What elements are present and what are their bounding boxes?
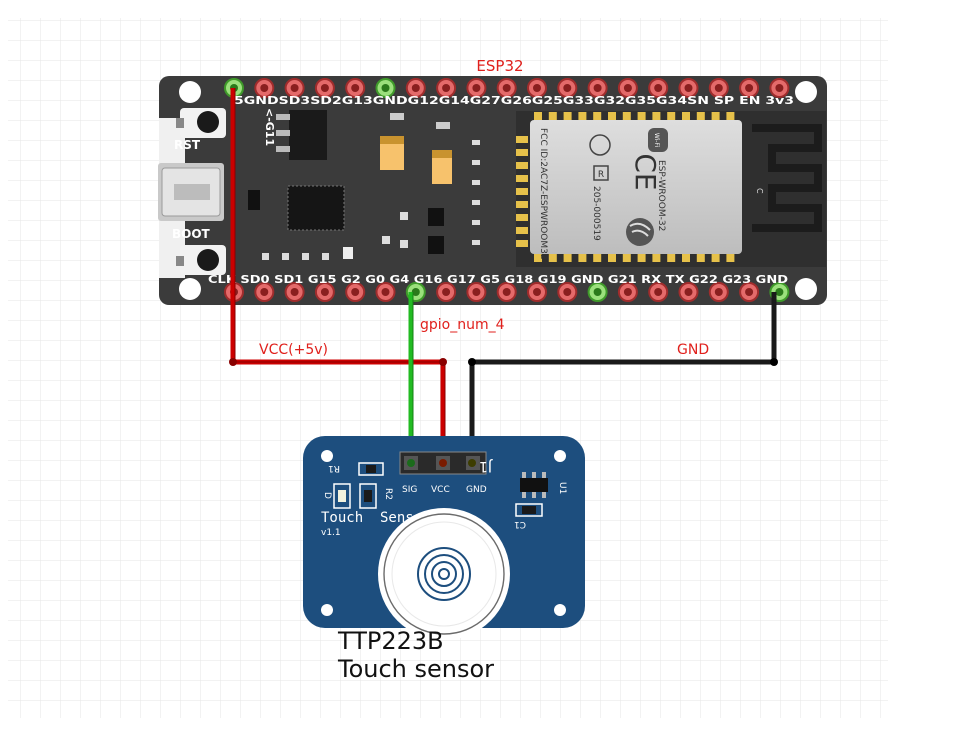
sensor-mount-hole — [554, 450, 566, 462]
module-fcc-text: FCC ID:2AC7Z-ESPWROOM32 — [538, 128, 548, 260]
led-d — [333, 483, 351, 509]
sensor-caption-name: Touch sensor — [337, 655, 494, 683]
pin-label-vcc: VCC — [431, 485, 450, 495]
pin-arrow-label: <-G11 — [263, 108, 276, 146]
sensor-version: v1.1 — [321, 528, 341, 538]
c1-label: C1 — [514, 519, 526, 529]
pin-label-sig: SIG — [402, 485, 417, 495]
capacitor-c1 — [515, 503, 543, 517]
sensor-mount-hole — [321, 604, 333, 616]
rst-label: RST — [174, 138, 201, 152]
bottom-pin-header — [224, 282, 790, 302]
pin-label-gnd: GND — [466, 485, 487, 495]
mount-hole — [795, 278, 817, 300]
svg-text:C: C — [755, 188, 764, 194]
voltage-regulator — [289, 110, 327, 160]
sensor-caption-model: TTP223B — [337, 627, 444, 655]
boot-button[interactable] — [176, 245, 226, 275]
vcc-wire — [229, 88, 447, 462]
sensor-mount-hole — [554, 604, 566, 616]
top-pin-header — [224, 78, 790, 98]
tantalum-capacitor — [432, 150, 452, 184]
esp32-board: RST BOOT <-G11 — [158, 76, 827, 305]
sensor-board-text: Touch Sensor — [321, 510, 431, 526]
touch-pad[interactable] — [378, 508, 510, 640]
pin-sig — [407, 459, 415, 467]
gnd-wire — [468, 292, 778, 462]
u1-chip — [520, 472, 548, 498]
ce-mark: CE — [629, 153, 662, 190]
signal-wire — [408, 292, 414, 462]
esp-wroom-32-module: C FCC ID:2AC7Z-ESPWROOM32 ESP-WROOM-32 2… — [516, 111, 826, 267]
resistor-r2 — [359, 483, 377, 509]
cert-mark — [589, 134, 611, 156]
tantalum-capacitor — [380, 136, 404, 170]
usb-uart-chip — [287, 185, 345, 231]
j1-label: J1 — [479, 458, 493, 474]
r2-label: R2 — [383, 488, 393, 500]
resistor-r1 — [358, 462, 384, 476]
r-mark: R — [598, 170, 604, 180]
board-title: ESP32 — [476, 57, 523, 75]
r1-label: R1 — [328, 463, 340, 473]
wifi-logo — [648, 128, 668, 152]
pin-vcc — [439, 459, 447, 467]
u1-label: U1 — [557, 482, 567, 494]
mount-hole — [795, 81, 817, 103]
pin-gnd — [468, 459, 476, 467]
j1-connector — [399, 451, 487, 475]
module-cert-text: 205-000519 — [591, 186, 601, 241]
rst-button[interactable] — [176, 108, 226, 138]
sensor-mount-hole — [321, 450, 333, 462]
gnd-wire-label: GND — [677, 342, 709, 358]
top-pin-labels: 5GNDSD3SD2G13GNDG12G14G27G26G25G33G32G35… — [234, 95, 794, 107]
mount-hole — [179, 278, 201, 300]
boot-label: BOOT — [172, 227, 211, 241]
module-model-text: ESP-WROOM-32 — [656, 160, 666, 231]
ttp223b-sensor-board: J1 SIG VCC GND R1 D R2 U1 C1 Touch — [303, 436, 585, 640]
signal-wire-label: gpio_num_4 — [420, 317, 505, 333]
d-label: D — [322, 492, 332, 499]
transistor — [428, 208, 444, 226]
usb-connector — [158, 163, 224, 221]
vcc-wire-label: VCC(+5v) — [259, 342, 328, 358]
diode — [248, 190, 260, 210]
antenna-trace — [752, 124, 822, 232]
bottom-pin-labels: CLK SD0 SD1 G15 G2 G0 G4 G16 G17 G5 G18 … — [208, 274, 788, 286]
svg-text:Wi-Fi: Wi-Fi — [653, 133, 660, 148]
transistor — [428, 236, 444, 254]
mount-hole — [179, 81, 201, 103]
